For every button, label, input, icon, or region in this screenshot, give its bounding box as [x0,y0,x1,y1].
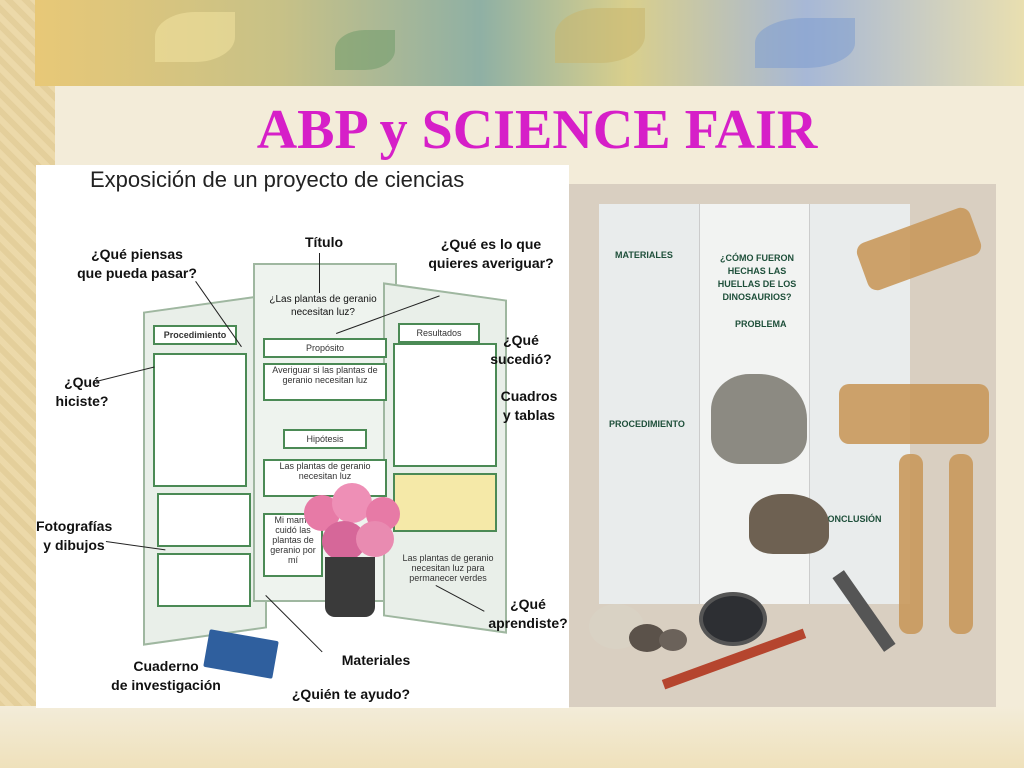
callout-que-es: ¿Qué es lo que quieres averiguar? [428,236,554,271]
leader-line [319,253,320,293]
header-banner [35,0,1024,86]
slide-texture-bottom [0,706,1024,768]
board-growth-chart [393,473,497,532]
board-proposito: Propósito [263,338,387,358]
board-results-table [393,343,497,467]
photo-board-left [599,204,700,604]
callout-que-piensas: ¿Qué piensas que pueda pasar? [77,246,197,281]
diagram-heading: Exposición de un proyecto de ciencias [90,167,465,192]
board-photo-a [157,493,251,547]
board-photo-b [157,553,251,607]
board-conclusion-text: Las plantas de geranio necesitan luz par… [402,553,494,583]
photo-label-procedimiento: PROCEDIMIENTO [609,419,685,429]
board-averiguar: Averiguar si las plantas de geranio nece… [263,363,387,401]
slide-title: ABP y SCIENCE FAIR [256,99,818,161]
callout-cuaderno: Cuaderno de investigación [111,658,221,693]
callout-que-sucedio: ¿Qué sucedió? [490,332,552,367]
rock [659,629,687,651]
board-procedimiento: Procedimiento [153,325,237,345]
callout-que-aprendiste: ¿Qué aprendiste? [488,596,568,631]
dinosaur-project-photo: MATERIALES ¿CÓMO FUERON HECHAS LAS HUELL… [569,184,996,707]
callout-quien: ¿Quién te ayudo? [291,686,411,702]
board-question: ¿Las plantas de geranio necesitan luz? [269,294,377,318]
photo-label-problema: PROBLEMA [735,319,787,329]
magnifying-glass-icon [699,592,767,646]
callout-materiales: Materiales [341,652,411,668]
board-procedure-text [153,353,247,487]
board-hipotesis: Hipótesis [283,429,367,449]
trex-picture [711,374,807,464]
callout-cuadros: Cuadros y tablas [500,388,558,423]
trifold-board: Procedimiento ¿Las plantas de geranio ne… [143,263,507,646]
callout-que-hiciste: ¿Qué hiciste? [55,374,109,409]
board-mi-mama: Mi mamá cuidó las plantas de geranio por… [263,513,323,577]
callout-fotografias: Fotografías y dibujos [36,518,113,553]
triceratops-picture [749,494,829,554]
photo-label-materiales: MATERIALES [615,250,673,260]
photo-label-conclusion: CONCLUSIÓN [821,514,882,524]
board-resultados: Resultados [398,323,480,343]
callout-titulo: Título [304,234,344,250]
science-fair-diagram: Exposición de un proyecto de ciencias Pr… [36,165,569,708]
photo-label-question: ¿CÓMO FUERON HECHAS LAS HUELLAS DE LOS D… [717,253,797,302]
